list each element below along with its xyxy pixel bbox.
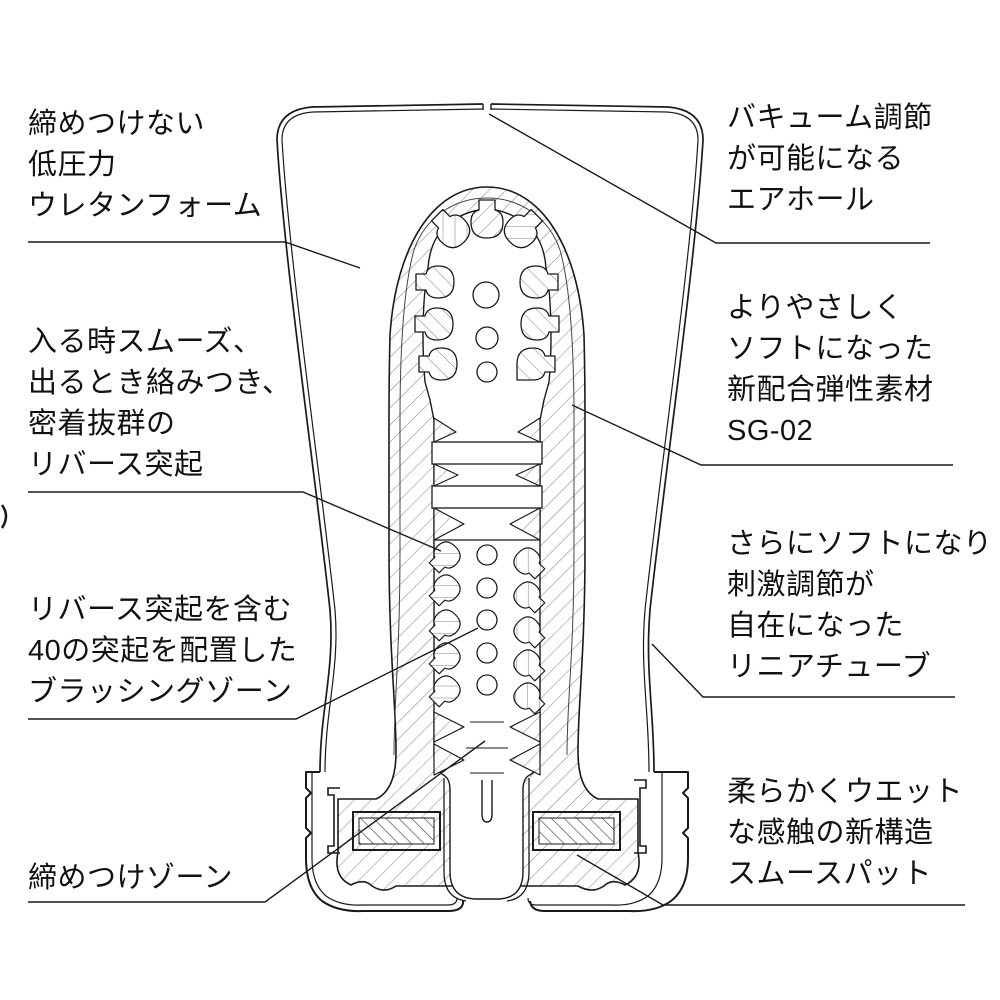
center-channel-wall [443,778,530,902]
leader-air-hole [488,113,930,244]
leader-lines [28,113,965,906]
label-linear-tube: さらにソフトになり 刺激調節が 自在になった リニアチューブ [727,524,993,688]
leader-urethane-foam [28,241,361,269]
edge-fragment [0,504,8,529]
label-brushing-zone: リバース突起を含む 40の突起を配置した ブラッシングゾーン [28,590,297,713]
label-line: スムースパット [727,858,933,890]
entry-slit [481,780,493,823]
bump-circles [472,281,500,696]
label-line: 締めつけない [28,108,206,140]
label-line: 柔らかくウエット [727,776,964,808]
leader-tightening-zone [28,740,486,903]
leader-smooth-pad [576,854,965,906]
label-line: 低圧力 [28,149,117,181]
label-smooth-pad: 柔らかくウエット な感触の新構造 スムースパット [727,772,963,895]
leader-reverse-ribs [28,491,442,552]
squeeze-bellows [433,711,541,776]
leader-brushing-zone [28,627,479,720]
label-line: ソフトになった [727,333,934,365]
label-air-hole: バキューム調節 が可能になる エアホール [727,98,933,221]
label-line: 出るとき絡みつき、 [28,367,292,399]
label-line: SG-02 [727,415,814,447]
outer-tube-outline [276,103,704,773]
label-line: リバース突起を含む [28,594,293,626]
label-line: 締めつけゾーン [28,862,234,894]
label-line: ブラッシングゾーン [28,676,293,708]
label-line: さらにソフトになり [727,528,993,560]
label-tightening-zone: 締めつけゾーン [28,858,233,899]
brushing-zone-spikes [428,541,546,715]
left-clip [327,787,340,854]
label-line: リニアチューブ [727,651,932,683]
label-line: バキューム調節 [727,102,933,134]
leader-sg02 [571,404,953,466]
label-line: 入る時スムーズ、 [28,326,263,358]
label-line: が可能になる [727,143,905,175]
label-line: エアホール [727,184,875,216]
label-urethane-foam: 締めつけない 低圧力 ウレタンフォーム [28,104,262,227]
label-line: な感触の新構造 [727,817,934,849]
air-hole-notch [482,104,492,110]
label-line: 40の突起を配置した [28,635,298,667]
orifice-dome-teeth [414,199,560,381]
label-sg02-material: よりやさしく ソフトになった 新配合弾性素材 SG-02 [727,288,934,452]
label-line: 刺激調節が [727,569,875,601]
label-line: 密着抜群の [28,408,176,440]
right-clip [634,779,647,854]
label-reverse-ribs: 入る時スムーズ、 出るとき絡みつき、 密着抜群の リバース突起 [28,322,291,486]
label-line: ウレタンフォーム [28,190,263,222]
smooth-pad-blocks [352,811,621,851]
label-line: 自在になった [727,610,905,642]
disc-section [431,417,543,541]
label-line: リバース突起 [28,449,204,481]
leader-linear-tube [651,643,955,698]
label-line: 新配合弾性素材 [727,374,934,406]
label-line: よりやさしく [727,292,904,324]
sleeve-liner-line [393,197,575,756]
base-cap [305,771,689,913]
